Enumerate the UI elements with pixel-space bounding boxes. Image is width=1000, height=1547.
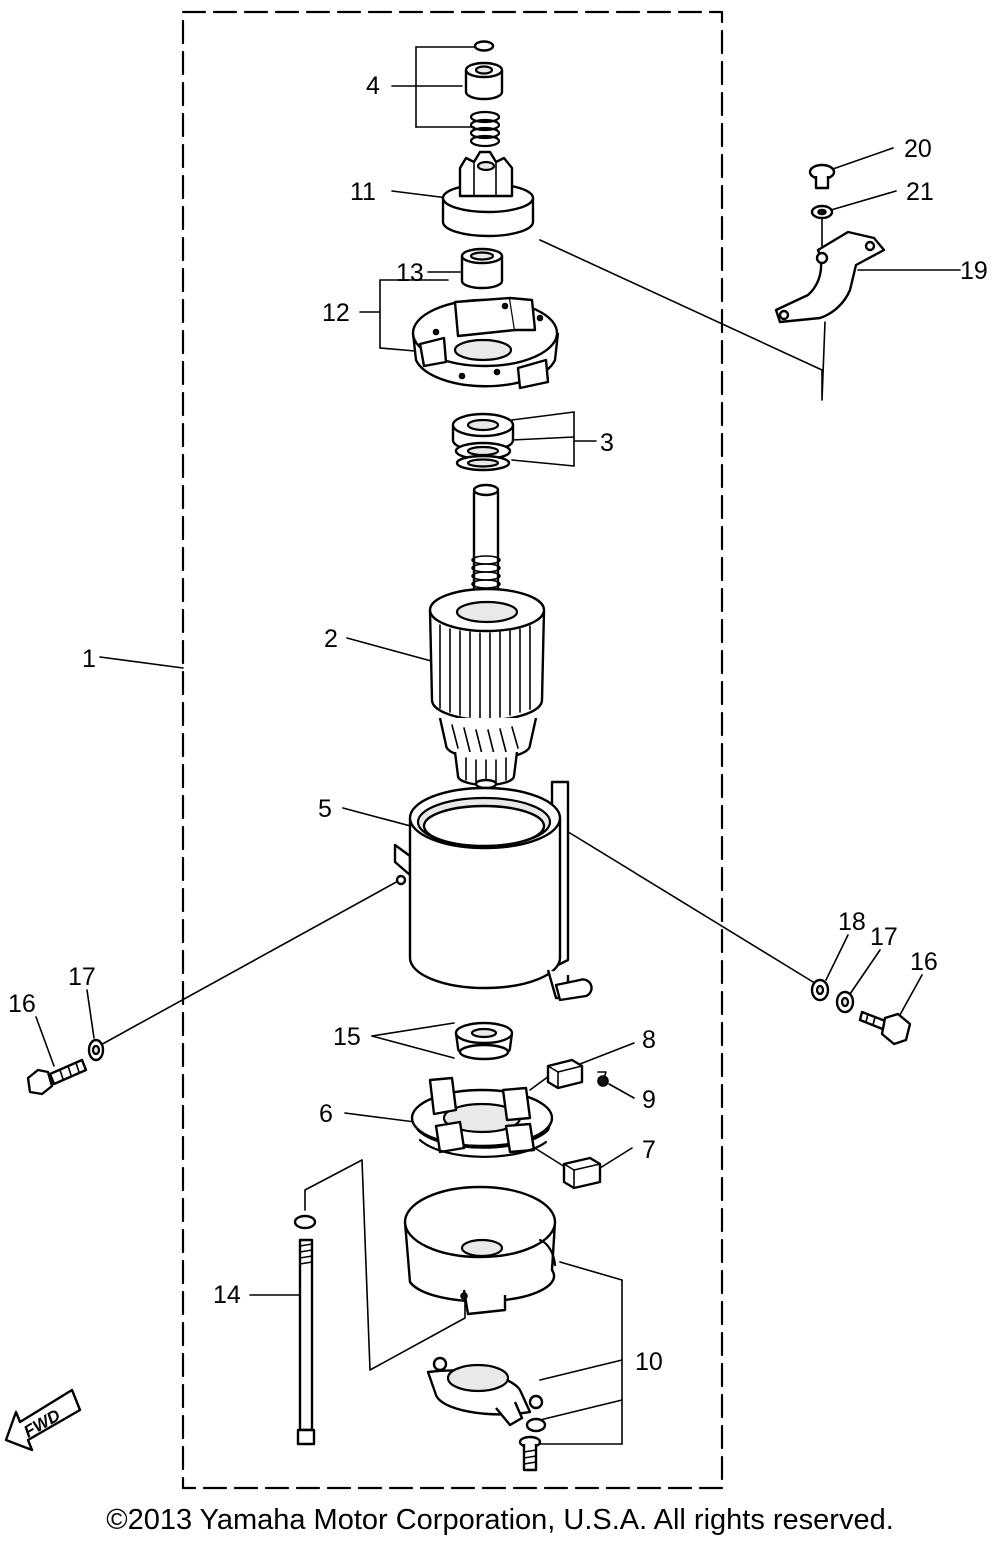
part-4-pinion-stop-set (464, 40, 504, 148)
part-17-washer-right (835, 990, 855, 1014)
callout-8: 8 (642, 1026, 656, 1054)
part-5-yoke (393, 780, 593, 1002)
part-15-bushing-set (454, 1021, 514, 1061)
callout-4: 4 (366, 72, 380, 100)
callout-3: 3 (600, 429, 614, 457)
part-12-front-bracket (411, 296, 560, 390)
callout-13: 13 (396, 259, 424, 287)
callout-12: 12 (322, 299, 350, 327)
copyright-notice: ©2013 Yamaha Motor Corporation, U.S.A. A… (106, 1504, 894, 1536)
callout-19: 19 (960, 257, 988, 285)
callout-10: 10 (635, 1348, 663, 1376)
part-16-bolt-right (858, 1010, 912, 1046)
part-10-rear-cover-set (403, 1185, 557, 1472)
callout-15: 15 (333, 1023, 361, 1051)
part-9-brush-spring (597, 1071, 609, 1087)
callout-16-right: 16 (910, 948, 938, 976)
callout-17-right: 17 (870, 923, 898, 951)
callout-6: 6 (319, 1100, 333, 1128)
callout-1: 1 (82, 645, 96, 673)
assembly-boundary (181, 10, 724, 1490)
callout-7: 7 (642, 1136, 656, 1164)
part-20-screw (808, 163, 836, 190)
callout-16-left: 16 (8, 990, 36, 1018)
part-21-washer (810, 204, 834, 220)
callout-20: 20 (904, 135, 932, 163)
part-8-brush (546, 1058, 584, 1090)
callout-5: 5 (318, 795, 332, 823)
part-16-bolt-left (26, 1058, 88, 1096)
callout-labels: 1 2 3 4 5 6 7 8 9 10 11 12 13 14 15 16 1… (8, 72, 988, 1376)
callout-9: 9 (642, 1086, 656, 1114)
part-18-washer (810, 978, 830, 1002)
part-6-brush-holder (410, 1076, 554, 1158)
fwd-arrow-icon: FWD (4, 1388, 82, 1452)
callout-14: 14 (213, 1281, 241, 1309)
callout-21: 21 (906, 178, 934, 206)
callout-18: 18 (838, 908, 866, 936)
part-11-pinion-gear (441, 150, 535, 238)
part-13-bushing (460, 247, 504, 290)
part-3-washer-set (451, 412, 515, 472)
part-7-brush (562, 1156, 602, 1190)
part-2-armature (428, 483, 546, 790)
leader-lines (35, 46, 961, 1445)
callout-17-left: 17 (68, 963, 96, 991)
callout-2: 2 (324, 625, 338, 653)
part-17-washer-left (87, 1038, 105, 1062)
part-14-through-bolt (293, 1214, 317, 1446)
callout-11: 11 (350, 178, 376, 206)
part-19-bracket (774, 230, 886, 324)
